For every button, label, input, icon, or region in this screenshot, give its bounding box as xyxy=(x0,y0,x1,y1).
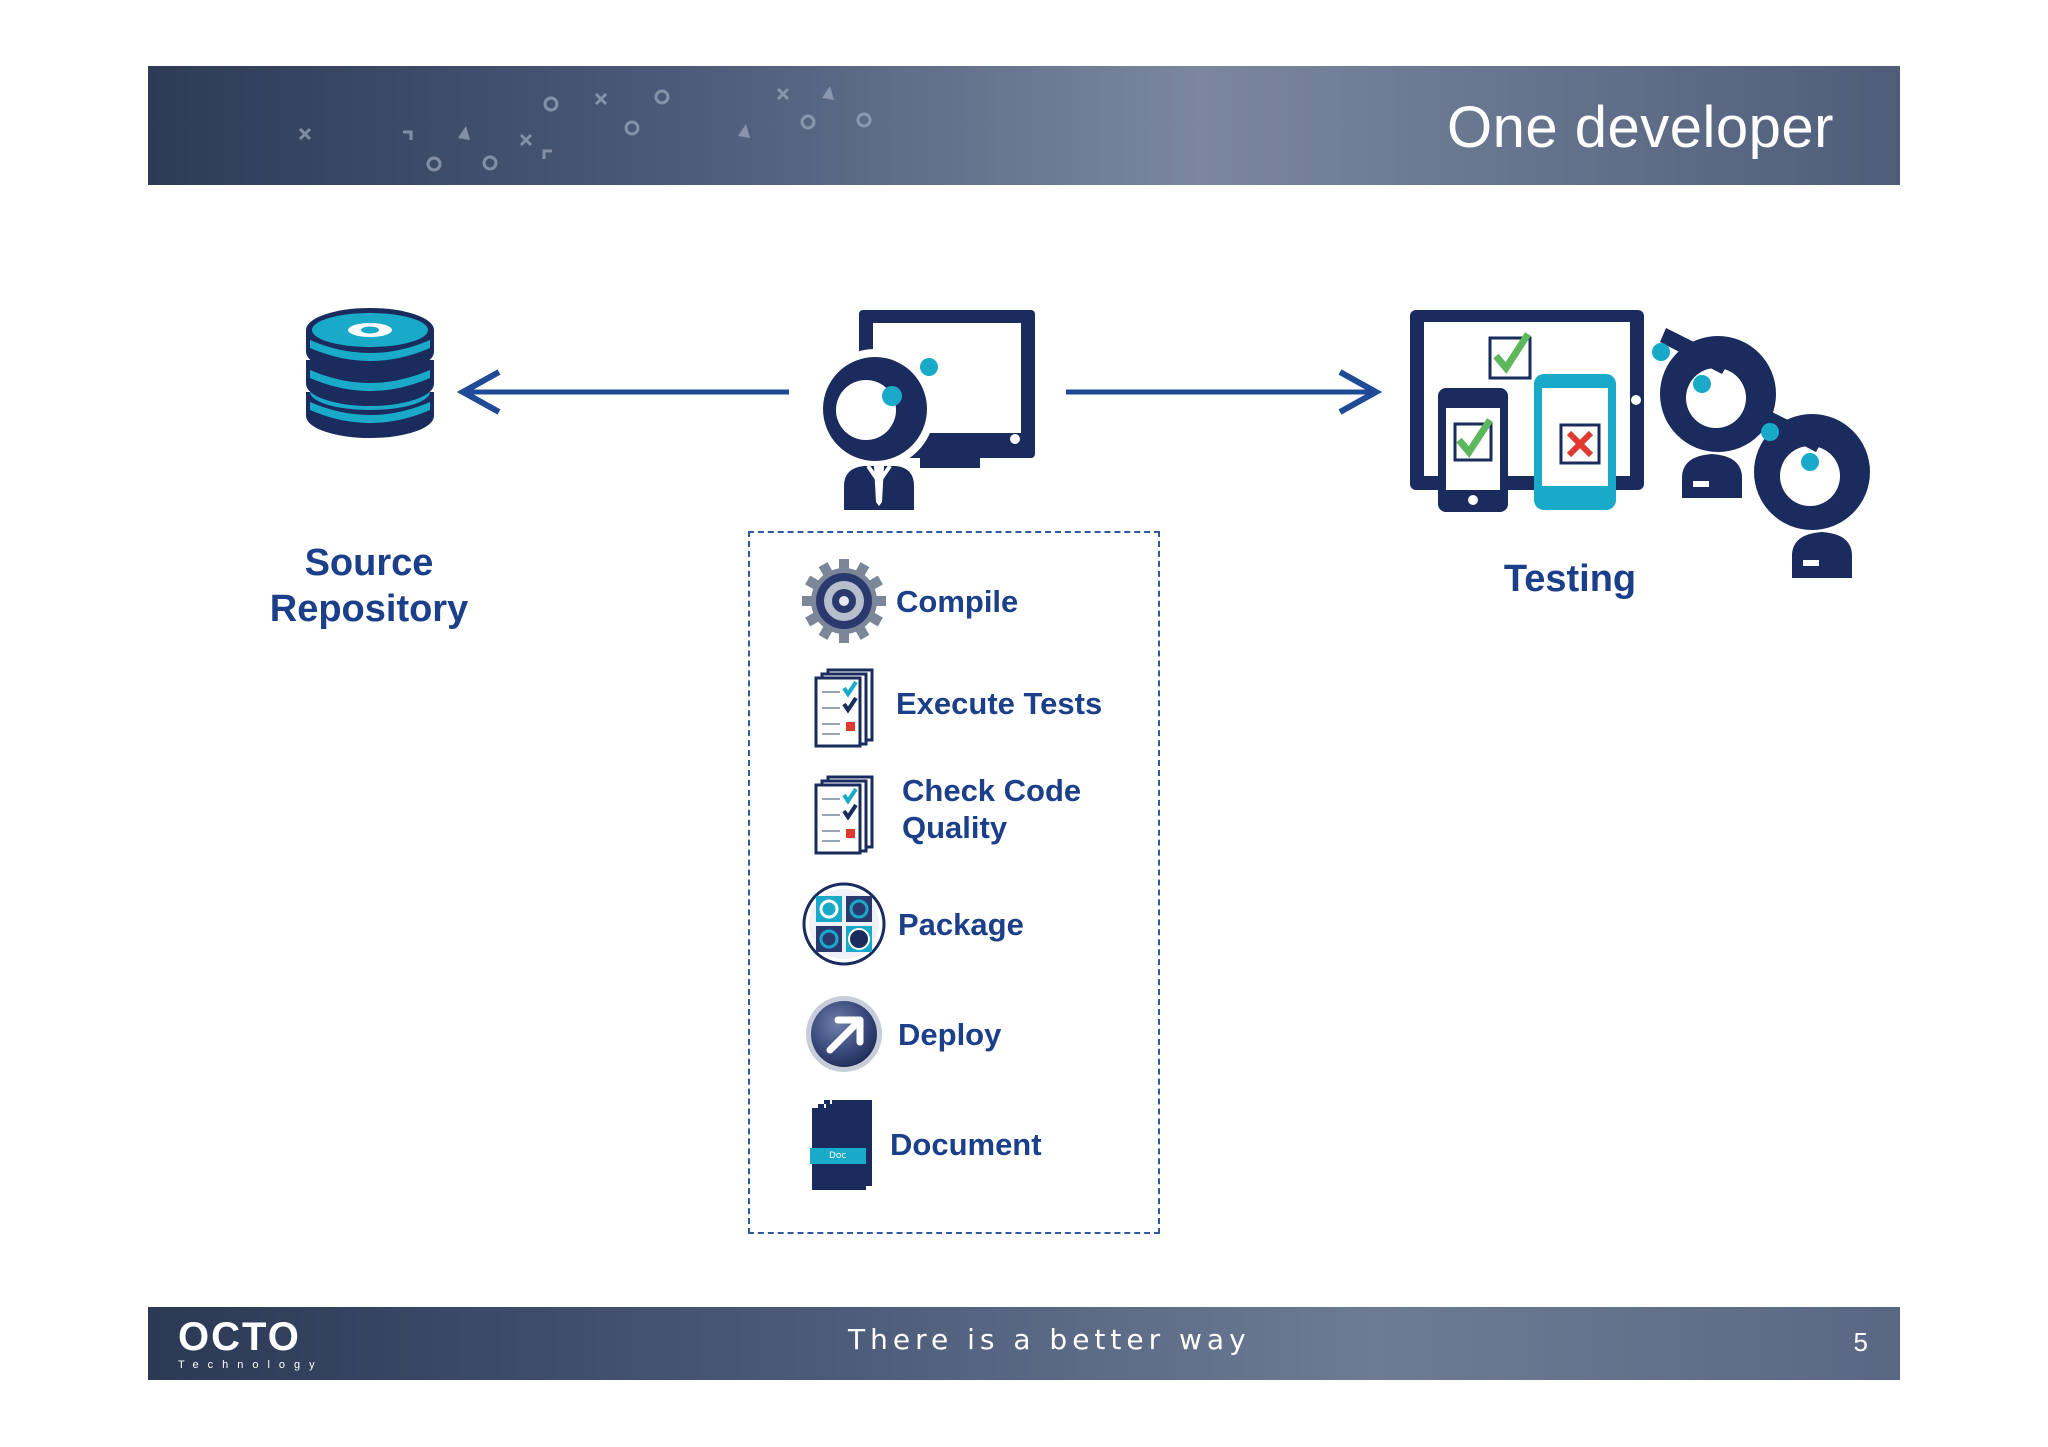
step-document: Doc Document xyxy=(808,1098,1042,1192)
arrow-left-icon xyxy=(456,369,789,415)
testers-icon xyxy=(1652,328,1870,578)
checklist-icon xyxy=(814,775,874,855)
testing-devices-icon xyxy=(1410,310,1644,512)
step-package: Package xyxy=(802,882,1024,966)
source-repository-text: Source Repository xyxy=(269,542,469,630)
step-label: Execute Tests xyxy=(896,685,1103,721)
step-deploy: Deploy xyxy=(804,994,1001,1074)
testing-label: Testing xyxy=(1420,556,1720,602)
step-label: Check Code Quality xyxy=(902,773,1082,845)
logo-sub-text: Technology xyxy=(178,1359,324,1371)
document-icon: Doc xyxy=(808,1098,880,1192)
logo-main-text: OCTO xyxy=(178,1315,301,1359)
header-banner: One developer xyxy=(148,66,1900,185)
process-steps-box xyxy=(748,531,1160,1234)
source-repository-label: Source Repository xyxy=(239,540,499,632)
deploy-arrow-icon xyxy=(806,996,882,1072)
decorative-symbols xyxy=(298,86,872,172)
gear-icon xyxy=(802,559,886,643)
page-number: 5 xyxy=(1853,1327,1868,1357)
footer-tagline: There is a better way xyxy=(848,1323,1251,1356)
developer-icon xyxy=(815,310,1035,510)
footer-bar: OCTO Technology There is a better way 5 xyxy=(148,1307,1900,1380)
step-label: Document xyxy=(890,1126,1042,1162)
octo-logo: OCTO Technology xyxy=(178,1317,324,1371)
testing-text: Testing xyxy=(1503,558,1637,600)
package-icon xyxy=(802,882,886,966)
document-icon-text: Doc xyxy=(829,1151,847,1161)
step-label: Compile xyxy=(896,583,1019,619)
checklist-icon xyxy=(814,668,874,748)
step-check-code-quality: Check Code Quality xyxy=(814,773,1082,855)
database-icon xyxy=(306,308,434,438)
step-execute-tests: Execute Tests xyxy=(814,668,1102,748)
arrow-right-icon xyxy=(1066,369,1383,415)
step-label: Package xyxy=(898,906,1024,942)
step-compile: Compile xyxy=(800,558,1018,644)
step-label: Deploy xyxy=(898,1016,1002,1052)
slide-title: One developer xyxy=(1447,95,1834,160)
